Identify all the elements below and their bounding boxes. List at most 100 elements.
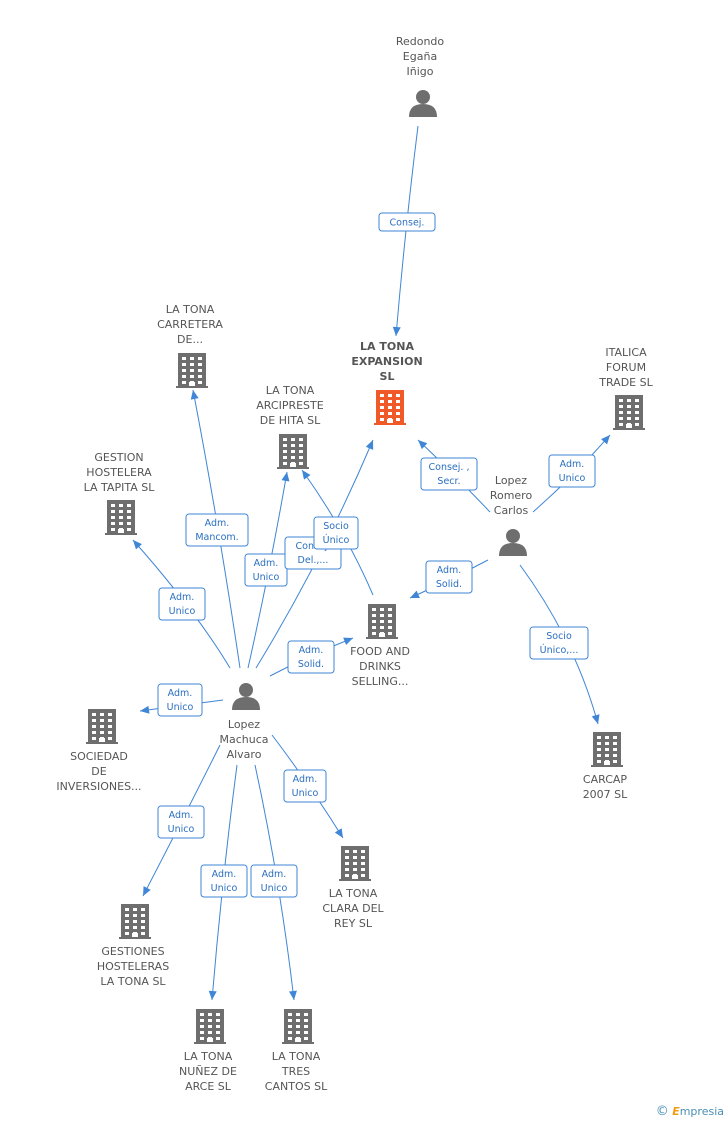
role-text: Secr. [437,476,460,487]
role-text: Adm. [170,592,195,603]
node-label-line: Romero [490,489,533,502]
role-badge-box [425,560,473,594]
node-label-line: Lopez [228,718,260,731]
node-label-line: LA TONA [266,384,315,397]
arrow-icon [288,990,297,1000]
brand-name: mpresia [679,1105,724,1118]
role-badge-box [200,864,248,898]
arrow-icon [140,705,150,714]
role-text: Solid. [436,579,462,590]
role-text: Unico [559,473,586,484]
node-label-line: TRADE SL [598,376,653,389]
arrow-icon [143,886,151,896]
role-badge[interactable]: Adm.Solid. [425,560,473,594]
node-label-line: Egaña [403,50,437,63]
role-badge-box [157,683,203,717]
role-badge[interactable]: Adm.Unico [548,454,596,488]
role-badge[interactable]: SocioÚnico,... [529,626,589,660]
node-label-line: DE... [177,333,203,346]
node-label-line: Redondo [396,35,445,48]
person-icon [232,683,260,710]
building-icon [105,500,137,535]
node-label-line: GESTIONES [101,945,164,958]
role-badge[interactable]: Adm.Unico [244,553,288,587]
empresia-brand[interactable]: © Empresia [656,1104,724,1119]
node-label-line: ARCIPRESTE [256,399,323,412]
arrow-icon [302,470,311,480]
role-badge[interactable]: Adm. Unico [157,683,203,717]
role-badge-box [157,805,205,839]
arrow-icon [601,435,610,445]
roles-layer: Consej.Consej. ,Secr.Adm.UnicoAdm.Solid.… [157,212,596,898]
role-text: Adm. [262,869,287,880]
building-icon [282,1009,314,1044]
node-label-line: ITALICA [605,346,647,359]
arrow-icon [133,540,142,550]
node-label-line: LA TONA [184,1050,233,1063]
role-text: Consej. [296,541,331,552]
role-text: Adm. [254,558,279,569]
node-label-line: SELLING... [352,675,409,688]
node-label-line: LA TONA [329,887,378,900]
node-label-line: CLARA DEL [322,902,384,915]
role-badge[interactable]: Adm. Unico [158,587,206,621]
role-badge[interactable]: Adm.Mancom. [185,513,249,547]
role-badge[interactable]: Adm.Unico [157,805,205,839]
role-text: Adm. [212,869,237,880]
node-carretera[interactable]: LA TONACARRETERADE... [157,303,223,388]
node-label-line: CANTOS SL [265,1080,328,1093]
node-label-line: LA TAPITA SL [84,481,156,494]
role-text: Unico [167,702,194,713]
role-badge[interactable]: Adm.Unico [250,864,298,898]
node-italica[interactable]: ITALICA FORUM TRADE SL [598,346,654,430]
node-food[interactable]: FOOD ANDDRINKSSELLING... [350,604,410,688]
node-label-line: Alvaro [227,748,262,761]
building-icon [613,395,645,430]
node-label-line: NUÑEZ DE [179,1065,237,1078]
node-nunez[interactable]: LA TONA NUÑEZ DE ARCE SL [179,1009,237,1093]
arrow-icon [208,990,217,1000]
arrow-icon [392,326,401,336]
arrow-icon [365,440,374,450]
node-label-line: FORUM [606,361,646,374]
building-icon [374,390,406,425]
node-label-line: LA TONA [272,1050,321,1063]
node-label-line: Lopez [495,474,527,487]
role-badge[interactable]: Adm.Solid. [287,640,335,674]
person-icon [499,529,527,556]
role-badge[interactable]: Adm.Unico [283,769,327,803]
role-badge-box [244,553,288,587]
role-badge[interactable]: Consej. [378,212,436,232]
role-text: Adm. [293,774,318,785]
node-arcipreste[interactable]: LA TONA ARCIPRESTE DE HITA SL [256,384,324,469]
arrow-icon [281,472,290,482]
arrow-icon [418,440,428,450]
role-badge[interactable]: Consej. ,Secr. [420,457,478,491]
role-badge-box [283,769,327,803]
role-text: Adm. [168,688,193,699]
node-sociedad[interactable]: SOCIEDADDEINVERSIONES... [56,709,142,793]
node-label-line: CARCAP [583,773,628,786]
role-badge-box [420,457,478,491]
node-label-line: CARRETERA [157,318,223,331]
role-badge-box [529,626,589,660]
node-label-line: ARCE SL [185,1080,232,1093]
node-label-line: Carlos [494,504,529,517]
building-icon [119,904,151,939]
role-badge[interactable]: Adm.Unico [200,864,248,898]
arrow-icon [343,637,353,646]
node-label-line: DE HITA SL [260,414,321,427]
role-text: Unico [169,606,196,617]
